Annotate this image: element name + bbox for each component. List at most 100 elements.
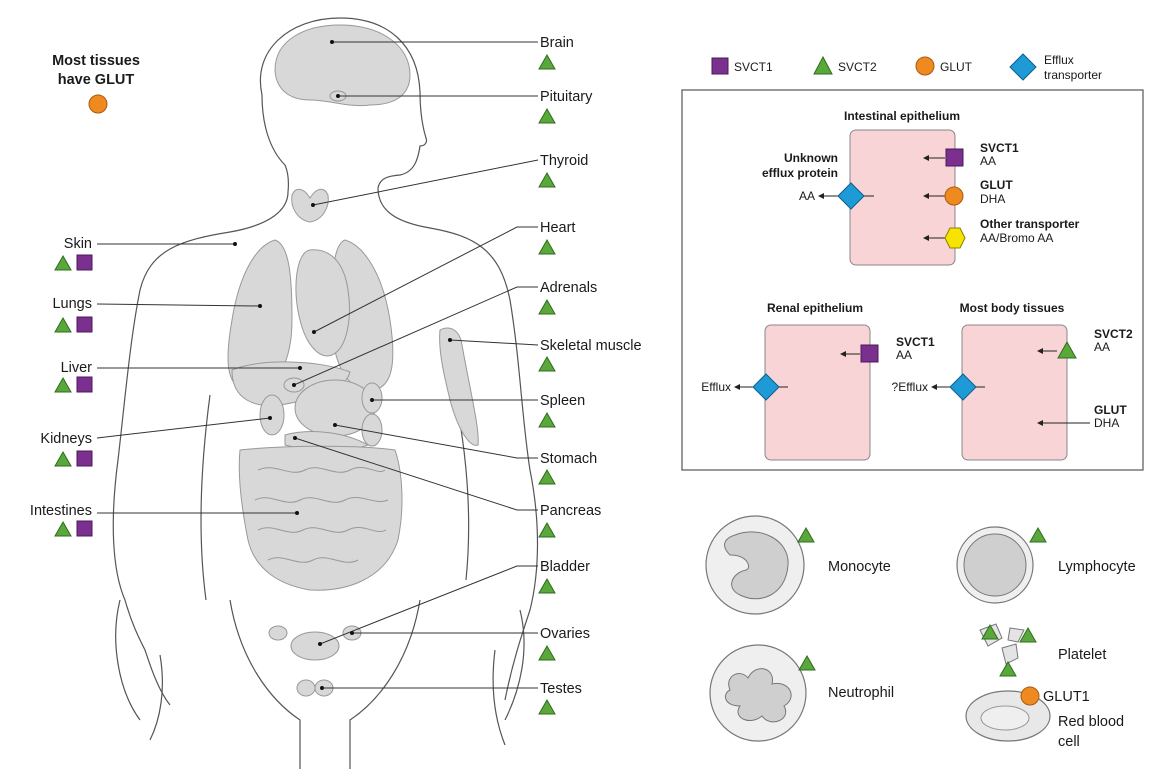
svct2-icon [539,413,555,427]
body-efflux: ?Efflux [892,380,928,394]
label-rbc-2: cell [1058,734,1080,750]
lymphocyte-nucleus [964,534,1026,596]
intestinal-cell [850,130,955,265]
legend-efflux-2: transporter [1044,68,1102,82]
label-lungs: Lungs [52,296,92,312]
body-title: Most body tissues [960,301,1065,315]
svct2-icon [539,700,555,714]
svct2-icon [814,57,832,74]
svct2-icon [539,523,555,537]
rbc-center [981,706,1029,730]
label-stomach: Stomach [540,451,597,467]
renal-efflux: Efflux [701,380,731,394]
renal-t1-sub: AA [896,348,912,362]
left-hand [116,600,163,740]
blood-cells: Monocyte Lymphocyte Neutrophil Platelet … [706,516,1136,750]
renal-cell [765,325,870,460]
label-monocyte: Monocyte [828,559,891,575]
label-testes: Testes [540,681,582,697]
renal-title: Renal epithelium [767,301,863,315]
testis-left [297,680,315,696]
label-intestines: Intestines [30,503,92,519]
intestinal-t1-sub: AA [980,154,996,168]
svct2-icon [55,318,71,332]
intestinal-t1-name: SVCT1 [980,141,1019,155]
label-pituitary: Pituitary [540,89,593,105]
intestinal-efflux-l1: Unknown [784,151,838,165]
label-spleen: Spleen [540,393,585,409]
svct1-icon [77,521,92,536]
legend-efflux-1: Efflux [1044,53,1074,67]
label-neutrophil: Neutrophil [828,685,894,701]
svct2-icon [539,240,555,254]
svct2-icon [1000,662,1016,676]
label-kidneys: Kidneys [40,431,92,447]
label-heart: Heart [540,220,575,236]
intestinal-efflux-sub: AA [799,189,815,203]
svct2-icon [539,109,555,123]
legend-glut: GLUT [940,60,973,74]
label-skin: Skin [64,236,92,252]
label-ovaries: Ovaries [540,626,590,642]
svct1-icon [77,255,92,270]
intestinal-t3-sub: AA/Bromo AA [980,231,1053,245]
kidney-left [260,395,284,435]
skeletal-muscle [440,328,479,445]
svct1-icon [946,149,963,166]
svct2-icon [55,378,71,392]
label-pancreas: Pancreas [540,503,601,519]
label-glut1: GLUT1 [1043,689,1090,705]
body-t1-name: SVCT2 [1094,327,1133,341]
intestinal-t3-name: Other transporter [980,217,1080,231]
efflux-icon [1010,54,1036,80]
svct1-icon [77,377,92,392]
glut-icon [1021,687,1039,705]
platelet [1002,644,1018,664]
note-line1: Most tissues [52,53,140,69]
renal-t1-name: SVCT1 [896,335,935,349]
intestinal-t2-sub: DHA [980,192,1005,206]
label-liver: Liver [61,360,93,376]
svct2-icon [55,256,71,270]
bladder [291,632,339,660]
svct2-icon [798,528,814,542]
label-adrenals: Adrenals [540,280,597,296]
svct2-icon [55,522,71,536]
svct2-icon [1030,528,1046,542]
svct1-icon [861,345,878,362]
thyroid [292,189,329,222]
glut-icon [945,187,963,205]
body-t2-name: GLUT [1094,403,1127,417]
label-rbc-1: Red blood [1058,714,1124,730]
intestinal-t2-name: GLUT [980,178,1013,192]
label-bladder: Bladder [540,559,590,575]
svct2-icon [539,579,555,593]
legend: SVCT1 SVCT2 GLUT Efflux transporter [712,53,1102,82]
label-thyroid: Thyroid [540,153,588,169]
svct2-icon [539,470,555,484]
note-line2: have GLUT [58,72,135,88]
intestinal-efflux-l2: efflux protein [762,166,838,180]
svct2-icon [55,452,71,466]
body-t1-sub: AA [1094,340,1110,354]
svct2-icon [539,646,555,660]
svct2-icon [539,55,555,69]
svct2-icon [539,300,555,314]
body-cell [962,325,1067,460]
label-lymphocyte: Lymphocyte [1058,559,1136,575]
intestinal-title: Intestinal epithelium [844,109,960,123]
svct1-icon [712,58,728,74]
legend-svct1: SVCT1 [734,60,773,74]
organ-labels-right: Brain Pituitary Thyroid Heart Adrenals S… [540,35,642,697]
other-transporter-icon [945,228,965,248]
svct2-icon [799,656,815,670]
svct1-icon [77,317,92,332]
label-brain: Brain [540,35,574,51]
svct2-icon [539,173,555,187]
glut-icon [916,57,934,75]
jaw-outline [262,95,288,192]
right-shoulder [378,188,538,700]
label-skeletal-muscle: Skeletal muscle [540,338,642,354]
svct1-icon [77,451,92,466]
